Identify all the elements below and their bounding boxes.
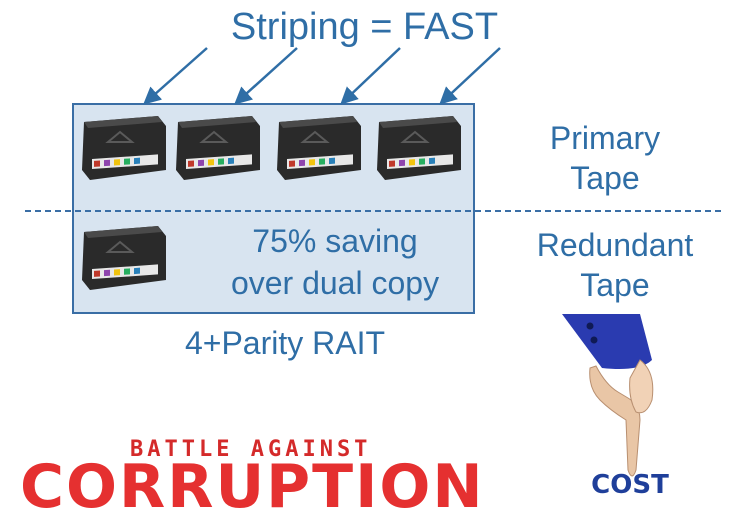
tape-cartridge-icon xyxy=(82,116,166,180)
arrow-icon xyxy=(340,47,401,105)
pointing-hand-icon xyxy=(562,314,654,477)
tape-cartridge-icon xyxy=(82,226,166,290)
arrow-icon xyxy=(439,47,501,105)
rait-caption: 4+Parity RAIT xyxy=(184,325,386,361)
arrow-icon xyxy=(234,47,298,105)
saving-text-line2: over dual copy xyxy=(230,265,440,301)
cost-label: COST xyxy=(591,470,669,500)
redundant-tape-label-line2: Tape xyxy=(580,267,650,303)
saving-text: 75% saving over dual copy xyxy=(190,220,480,304)
primary-tape-label-line1: Primary xyxy=(549,120,661,156)
logo-title: CORRUPTION xyxy=(20,452,485,522)
redundant-tape-label-line1: Redundant xyxy=(536,227,694,263)
primary-tape-label: Primary Tape xyxy=(520,118,690,198)
tape-cartridge-icon xyxy=(377,116,461,180)
tape-cartridge-icon xyxy=(277,116,361,180)
diagram-title: Striping = FAST xyxy=(230,6,499,48)
arrow-icon xyxy=(143,47,208,105)
logo-subtitle: BATTLE AGAINST xyxy=(130,437,372,462)
saving-text-line1: 75% saving xyxy=(252,223,418,259)
redundant-tape-label: Redundant Tape xyxy=(505,225,725,305)
tape-cartridge-icon xyxy=(176,116,260,180)
primary-tape-label-line2: Tape xyxy=(570,160,640,196)
